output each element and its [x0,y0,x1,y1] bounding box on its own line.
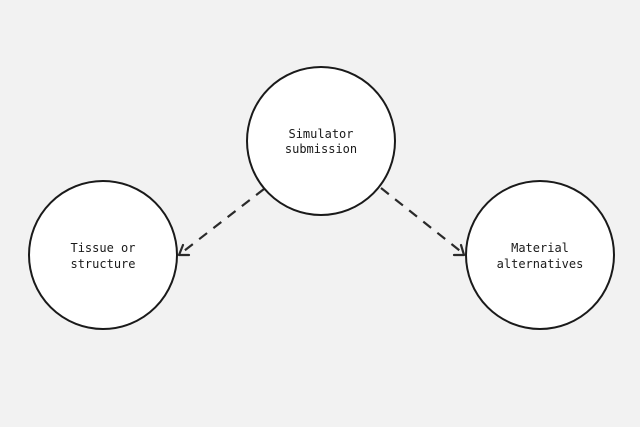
edge-simulator-to-tissue [177,188,265,257]
edge-line [380,187,465,255]
arrow-head-icon [452,243,466,257]
edge-simulator-to-material [380,187,466,257]
node-circle [246,66,396,216]
node-circle [28,180,178,330]
node-label: Material [511,241,569,255]
node-label: submission [285,142,357,156]
node-label: alternatives [497,257,584,271]
node-label: structure [70,257,135,271]
node-label: Tissue or [70,241,135,255]
node-simulator-submission[interactable]: Simulator submission [246,66,396,216]
node-label: Simulator [288,127,353,141]
node-circle [465,180,615,330]
edge-line [179,188,265,255]
node-material-alternatives[interactable]: Material alternatives [465,180,615,330]
node-tissue-or-structure[interactable]: Tissue or structure [28,180,178,330]
arrow-head-icon [177,243,191,257]
